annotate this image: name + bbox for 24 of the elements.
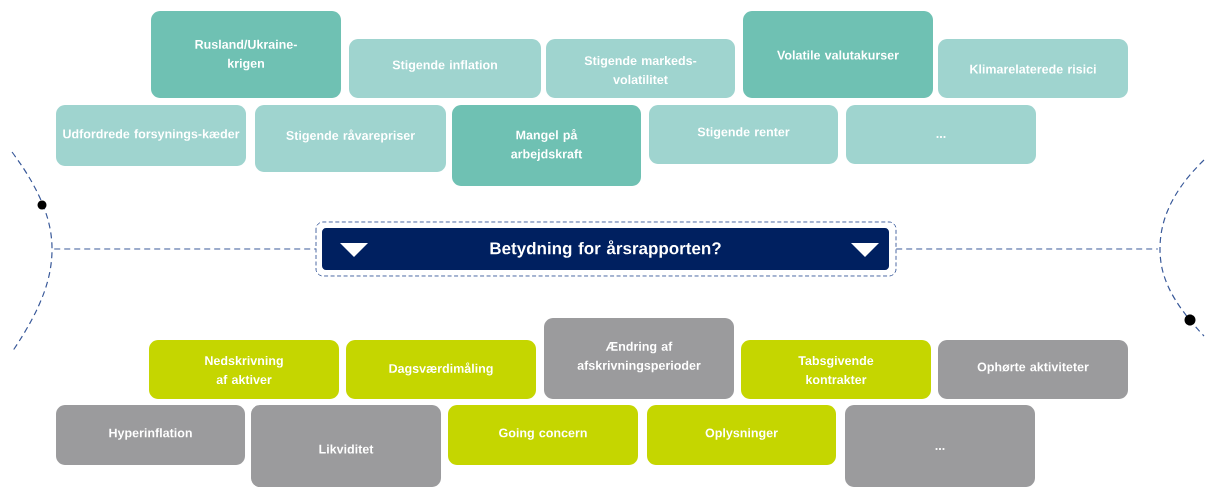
impact-box: Nedskrivning af aktiver — [149, 340, 339, 399]
arc-drawing — [1159, 159, 1205, 337]
impact-box: Going concern — [448, 405, 638, 465]
topic-box: ... — [846, 105, 1036, 164]
topic-box: Stigende renter — [649, 105, 838, 164]
impact-box: Tabsgivende kontrakter — [741, 340, 931, 399]
impact-box: Hyperinflation — [56, 405, 245, 465]
topic-box: Rusland/Ukraine-krigen — [151, 11, 341, 98]
topic-box: Stigende markeds-volatilitet — [546, 39, 735, 98]
topic-box: Klimarelaterede risici — [938, 39, 1128, 98]
topic-box: Stigende råvarepriser — [255, 105, 446, 172]
topic-box: Mangel på arbejdskraft — [452, 105, 641, 186]
connector-line — [53, 248, 317, 250]
impact-box: Oplysninger — [647, 405, 836, 465]
impact-box: Dagsværdimåling — [346, 340, 536, 399]
connector-line — [895, 248, 1159, 250]
impact-box: Ophørte aktiviteter — [938, 340, 1128, 399]
impact-box: Ændring af afskrivningsperioder — [544, 318, 734, 399]
heading-banner: Betydning for årsrapporten? — [315, 221, 897, 277]
topic-box: Volatile valutakurser — [743, 11, 933, 98]
impact-box: Likviditet — [251, 405, 441, 487]
topic-box: Udfordrede forsynings-kæder — [56, 105, 246, 166]
topic-box: Stigende inflation — [349, 39, 541, 98]
impact-box: ... — [845, 405, 1035, 487]
